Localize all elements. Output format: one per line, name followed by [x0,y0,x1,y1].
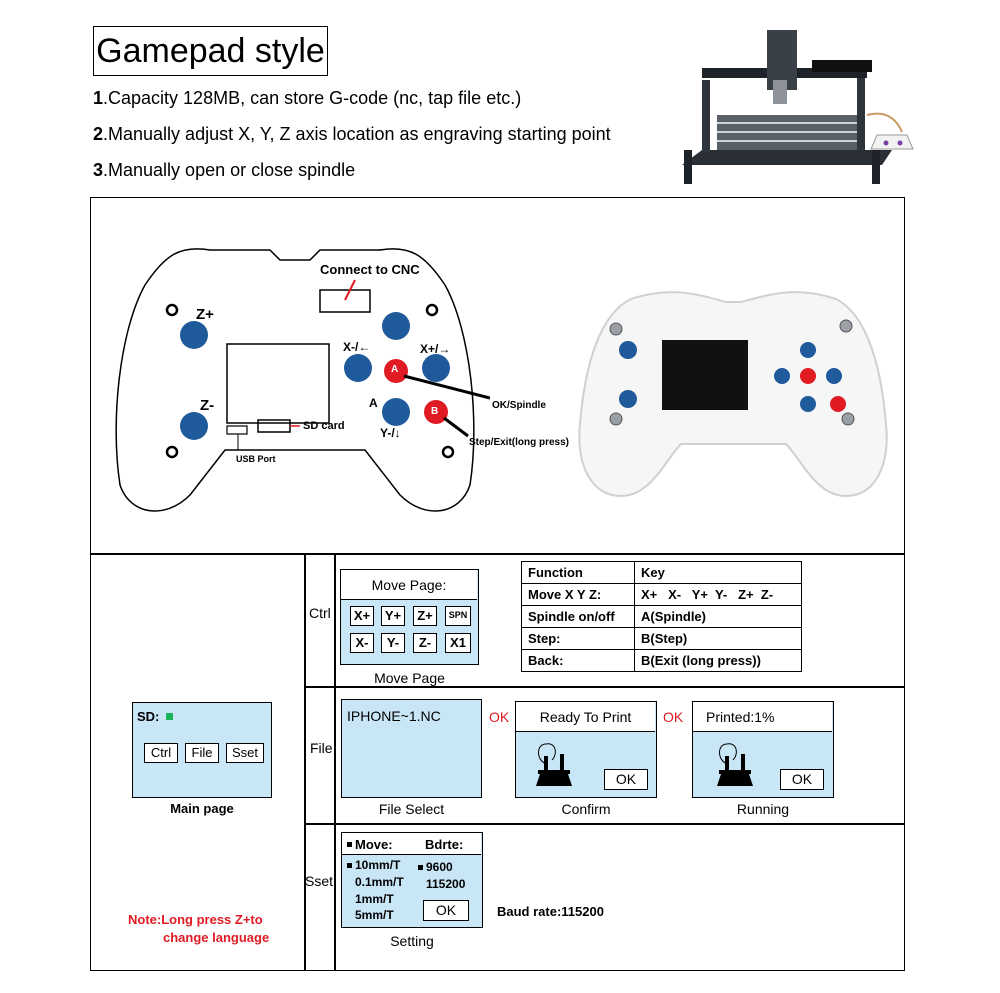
key-x-minus[interactable]: X- [350,633,374,653]
sd-card-label: SD card [303,420,345,432]
cnc-machine-image [682,30,914,184]
ok-spindle-label: OK/Spindle [492,400,546,411]
running-screen: Printed:1% OK [692,701,834,798]
baud-rate-label: Bdrte: [425,837,464,852]
selected-marker-icon [418,865,423,870]
running-caption: Running [736,801,790,817]
sd-status-label: SD: [137,709,160,724]
baud-rate-note: Baud rate:115200 [497,904,604,919]
table-row: Spindle on/off A(Spindle) [521,605,802,628]
setting-screen: Move: Bdrte: 10mm/T 0.1mm/T 1mm/T 5mm/T … [341,832,483,928]
ok-arrow-label-2: OK [663,709,684,725]
divider-horizontal-2 [304,823,905,825]
divider-vertical-1 [304,553,306,971]
baud-option[interactable]: 115200 [426,877,466,891]
z-minus-label: Z- [200,397,215,414]
gamepad-outline-diagram [115,248,490,512]
file-select-screen: IPHONE~1.NC [341,699,482,798]
gamepad-photo [578,291,888,498]
key-step-x1[interactable]: X1 [445,633,471,653]
table-cell-key: A(Spindle) [634,605,802,628]
confirm-title: Ready To Print [516,702,655,732]
confirm-caption: Confirm [561,801,611,817]
ok-arrow-label-1: OK [489,709,510,725]
step-option[interactable]: 10mm/T [355,858,401,872]
main-page-caption: Main page [170,801,234,816]
step-option[interactable]: 1mm/T [355,892,394,906]
y-minus-label: Y-/↓ [380,426,401,440]
file-name-item[interactable]: IPHONE~1.NC [347,708,441,724]
note-line-2: change language [163,930,270,945]
key-y-plus[interactable]: Y+ [381,606,405,626]
row-label-ctrl: Ctrl [309,605,331,621]
setting-ok-button[interactable]: OK [423,900,469,921]
move-page-screen: Move Page: X+ Y+ Z+ SPN X- Y- Z- X1 [340,569,479,665]
note-line-1: Note:Long press Z+to [128,912,263,927]
step-option[interactable]: 0.1mm/T [355,875,404,889]
page-title: Gamepad style [93,26,328,76]
key-y-minus[interactable]: Y- [381,633,405,653]
row-label-sset: Sset [305,873,334,889]
row-label-file: File [310,740,333,756]
feature-item-1: 1.Capacity 128MB, can store G-code (nc, … [93,88,522,108]
table-cell-function: Move X Y Z: [521,583,635,606]
file-select-caption: File Select [378,801,445,817]
move-step-label: Move: [355,837,393,852]
table-cell-key: B(Step) [634,627,802,650]
usb-port-label: USB Port [236,454,276,464]
move-page-title: Move Page: [341,570,477,600]
confirm-ok-button[interactable]: OK [604,769,648,790]
table-row: Step: B(Step) [521,627,802,650]
table-cell-function: Spindle on/off [521,605,635,628]
z-plus-label: Z+ [196,306,214,323]
move-page-caption: Move Page [374,670,445,686]
baud-option[interactable]: 9600 [426,860,453,874]
running-ok-button[interactable]: OK [780,769,824,790]
table-cell-key: X+ X- Y+ Y- Z+ Z- [634,583,802,606]
divider-vertical-2 [334,553,336,971]
print-head-icon [536,743,572,786]
key-z-minus[interactable]: Z- [413,633,437,653]
selected-marker-icon [347,842,352,847]
table-cell-function: Back: [521,649,635,672]
a-button-label: A [391,364,399,375]
table-header-function: Function [521,561,635,584]
x-minus-label: X-/← [343,340,371,354]
key-function-table: Function Key Move X Y Z: X+ X- Y+ Y- Z+ … [521,561,802,672]
running-title: Printed:1% [693,702,832,732]
controller-diagram-panel [90,197,905,555]
selected-marker-icon [347,863,352,868]
a-side-label: A [369,396,378,410]
table-cell-function: Step: [521,627,635,650]
step-option[interactable]: 5mm/T [355,908,394,922]
menu-reference-panel [90,553,905,971]
table-header-row: Function Key [521,561,802,584]
table-header-key: Key [634,561,802,584]
ctrl-button[interactable]: Ctrl [144,743,178,763]
step-exit-label: Step/Exit(long press) [469,437,570,448]
table-row: Back: B(Exit (long press)) [521,649,802,672]
setting-header [342,833,481,855]
key-spindle[interactable]: SPN [445,606,471,626]
feature-item-3: 3.Manually open or close spindle [93,160,356,180]
table-cell-key: B(Exit (long press)) [634,649,802,672]
key-x-plus[interactable]: X+ [350,606,374,626]
main-page-screen: SD: Ctrl File Sset [132,702,272,798]
setting-caption: Setting [390,933,434,949]
file-button[interactable]: File [185,743,219,763]
print-head-icon [717,743,753,786]
b-button-label: B [431,406,439,417]
connect-cnc-label: Connect to CNC [320,262,420,277]
key-z-plus[interactable]: Z+ [413,606,437,626]
x-plus-label: X+/→ [420,342,451,356]
sset-button[interactable]: Sset [226,743,264,763]
feature-item-2: 2.Manually adjust X, Y, Z axis location … [93,124,611,144]
table-row: Move X Y Z: X+ X- Y+ Y- Z+ Z- [521,583,802,606]
sd-status-indicator-icon [166,713,173,720]
confirm-screen: Ready To Print OK [515,701,657,798]
divider-horizontal-1 [304,686,905,688]
